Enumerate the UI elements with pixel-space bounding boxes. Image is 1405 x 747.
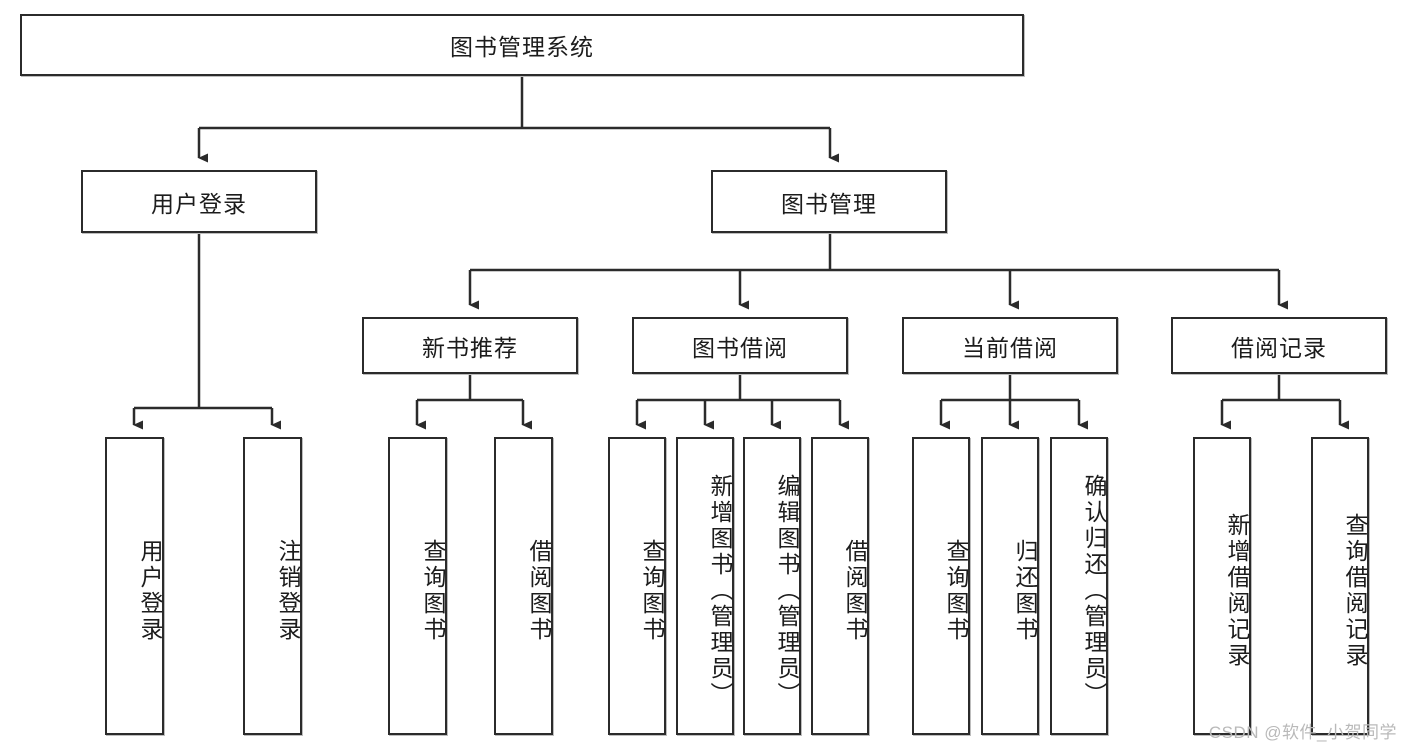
node-book-manage[interactable]: 图书管理 <box>711 170 947 233</box>
leaf-book-borrow-3-label: 编辑图书（管理员） <box>774 474 800 708</box>
leaf-user-login-1[interactable]: 用户登录 <box>105 437 164 735</box>
leaf-current-borrow-3[interactable]: 确认归还（管理员） <box>1050 437 1108 735</box>
node-user-login-label: 用户登录 <box>151 190 247 217</box>
leaf-new-book-2-label: 借阅图书 <box>526 539 552 643</box>
node-root-label: 图书管理系统 <box>450 34 594 60</box>
leaf-current-borrow-2-label: 归还图书 <box>1012 539 1038 643</box>
node-current-borrow[interactable]: 当前借阅 <box>902 317 1118 374</box>
leaf-new-book-1-label: 查询图书 <box>420 539 446 643</box>
node-new-book-recommend-label: 新书推荐 <box>422 334 518 361</box>
node-borrow-record-label: 借阅记录 <box>1231 334 1327 361</box>
leaf-current-borrow-1-label: 查询图书 <box>943 539 969 643</box>
leaf-new-book-2[interactable]: 借阅图书 <box>494 437 553 735</box>
leaf-borrow-record-1[interactable]: 新增借阅记录 <box>1193 437 1251 735</box>
leaf-book-borrow-2[interactable]: 新增图书（管理员） <box>676 437 734 735</box>
node-borrow-record[interactable]: 借阅记录 <box>1171 317 1387 374</box>
leaf-current-borrow-2[interactable]: 归还图书 <box>981 437 1039 735</box>
leaf-book-borrow-3[interactable]: 编辑图书（管理员） <box>743 437 801 735</box>
leaf-user-login-2[interactable]: 注销登录 <box>243 437 302 735</box>
leaf-book-borrow-4[interactable]: 借阅图书 <box>811 437 869 735</box>
node-current-borrow-label: 当前借阅 <box>962 334 1058 361</box>
leaf-user-login-2-label: 注销登录 <box>275 539 301 643</box>
leaf-current-borrow-1[interactable]: 查询图书 <box>912 437 970 735</box>
node-root[interactable]: 图书管理系统 <box>20 14 1024 76</box>
leaf-new-book-1[interactable]: 查询图书 <box>388 437 447 735</box>
leaf-book-borrow-1-label: 查询图书 <box>639 539 665 643</box>
leaf-book-borrow-1[interactable]: 查询图书 <box>608 437 666 735</box>
leaf-borrow-record-2-label: 查询借阅记录 <box>1342 513 1368 669</box>
node-book-borrow-label: 图书借阅 <box>692 334 788 361</box>
csdn-watermark: CSDN @软件_小贺同学 <box>1208 723 1397 742</box>
leaf-borrow-record-2[interactable]: 查询借阅记录 <box>1311 437 1369 735</box>
node-new-book-recommend[interactable]: 新书推荐 <box>362 317 578 374</box>
node-book-borrow[interactable]: 图书借阅 <box>632 317 848 374</box>
leaf-borrow-record-1-label: 新增借阅记录 <box>1224 513 1250 669</box>
leaf-user-login-1-label: 用户登录 <box>137 539 163 643</box>
leaf-current-borrow-3-label: 确认归还（管理员） <box>1081 474 1107 708</box>
node-user-login[interactable]: 用户登录 <box>81 170 317 233</box>
node-book-manage-label: 图书管理 <box>781 190 877 217</box>
leaf-book-borrow-2-label: 新增图书（管理员） <box>707 474 733 708</box>
leaf-book-borrow-4-label: 借阅图书 <box>842 539 868 643</box>
